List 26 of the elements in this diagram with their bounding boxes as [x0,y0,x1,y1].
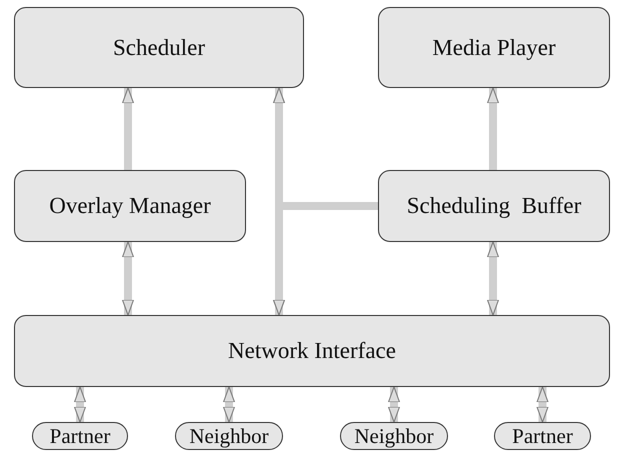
process-box [340,422,448,450]
arrow [536,386,548,422]
arrow [223,386,235,422]
box-label: Overlay Manager [49,193,211,219]
process-box [32,422,128,450]
box-label: Network Interface [228,338,396,364]
process-box [494,422,591,450]
box-label: Neighbor [189,424,269,448]
box-label: Scheduling Buffer [406,193,582,219]
box-label: Neighbor [354,424,434,448]
box-label: Partner [512,424,573,448]
arrow [74,386,86,422]
arrow [487,88,499,170]
process-box [14,315,610,387]
arrow [122,242,134,316]
box-label: Media Player [432,34,556,60]
process-box [378,170,610,242]
box-label: Partner [50,424,110,448]
process-box [14,170,246,242]
process-box [175,422,283,450]
process-box [14,7,304,88]
box-label: Scheduler [113,34,205,60]
arrow [388,386,400,422]
arrow [487,242,499,316]
arrow [122,88,134,170]
process-box [378,7,610,88]
